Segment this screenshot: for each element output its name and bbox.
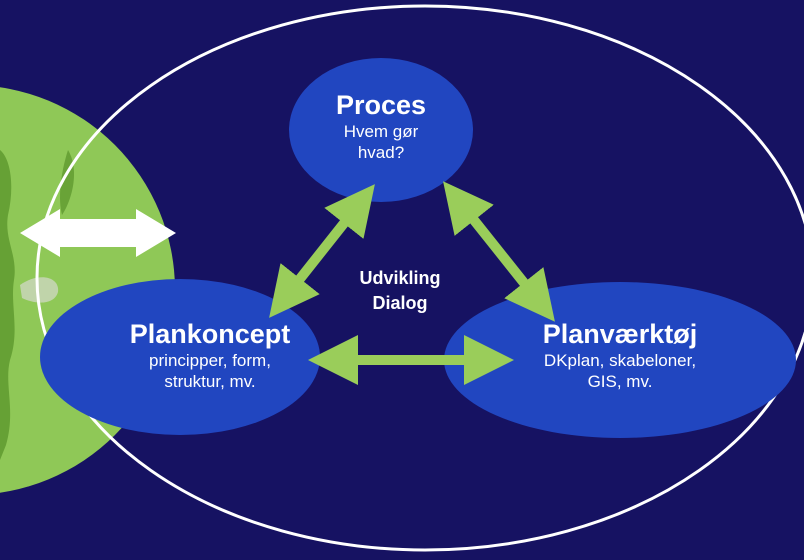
center-label-line-2: Dialog (372, 293, 428, 313)
outer-ellipse (35, 4, 804, 552)
node-planvaerktoj-title: Planværktøj (542, 319, 698, 349)
node-plankoncept-line-1: principper, form, (149, 351, 271, 370)
node-plankoncept-title: Plankoncept (129, 319, 291, 349)
arrow-proces-plankoncept (269, 184, 375, 318)
globe-cloud (20, 277, 59, 303)
node-proces (289, 58, 473, 202)
node-proces-text: Proces Hvem gør hvad? (296, 89, 466, 163)
double-arrow-icon (20, 209, 176, 257)
node-proces-line-2: hvad? (357, 143, 405, 162)
node-proces-title: Proces (335, 90, 427, 120)
arrow-proces-planvaerktoj (443, 181, 555, 322)
center-label-line-1: Udvikling (359, 268, 441, 288)
node-plankoncept-text: Plankoncept principper, form, struktur, … (90, 318, 330, 392)
center-label: Udvikling Dialog (320, 266, 480, 316)
node-plankoncept (40, 279, 320, 435)
node-proces-line-1: Hvem gør (343, 122, 419, 141)
node-planvaerktoj-line-1: DKplan, skabeloner, (543, 351, 697, 370)
globe-land (0, 150, 15, 460)
node-plankoncept-line-2: struktur, mv. (164, 372, 256, 391)
node-planvaerktoj-line-2: GIS, mv. (587, 372, 653, 391)
node-planvaerktoj-text: Planværktøj DKplan, skabeloner, GIS, mv. (500, 318, 740, 392)
